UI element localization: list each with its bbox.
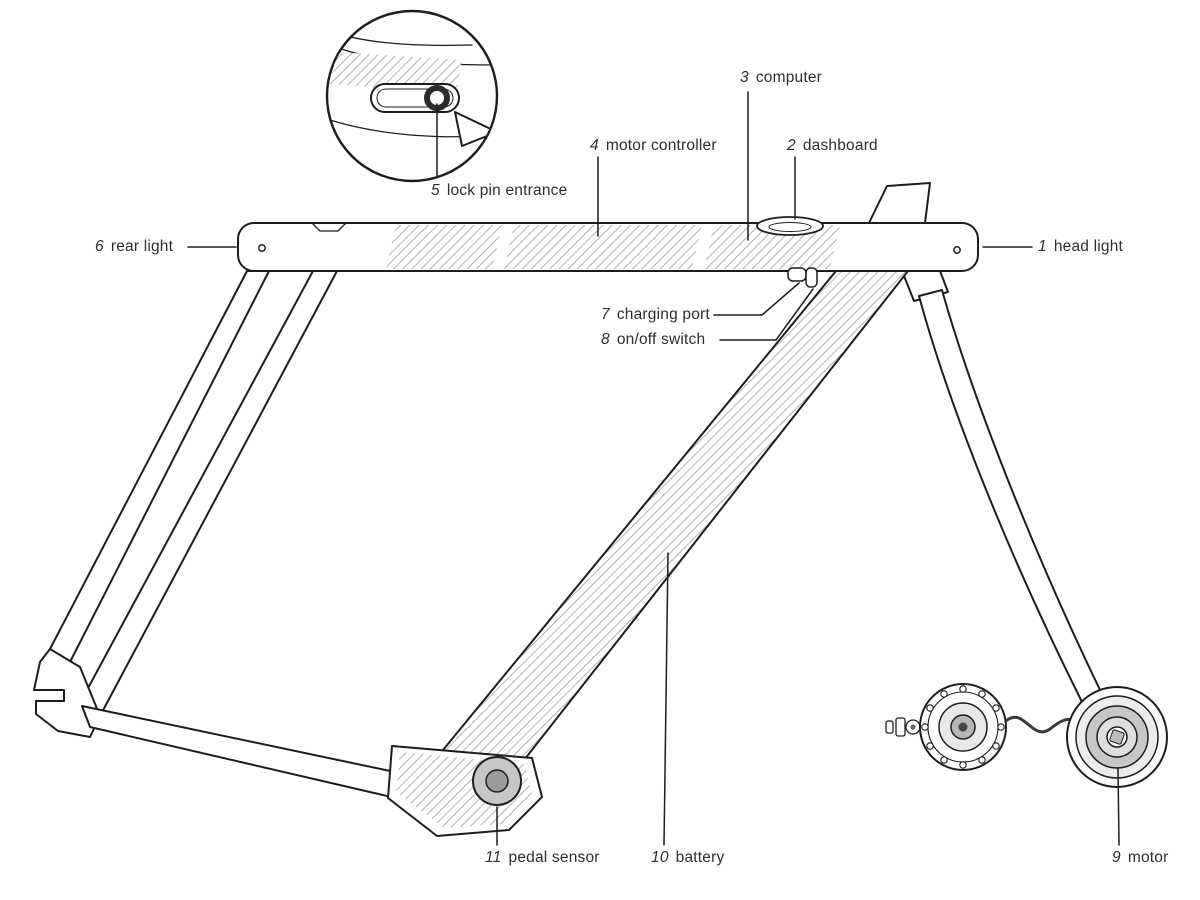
- label-number: 10: [651, 849, 669, 866]
- label-text: motor: [1127, 849, 1169, 866]
- leader-lines: [187, 91, 1120, 846]
- label-battery: 10 battery: [651, 849, 724, 867]
- tube-seam: [311, 222, 347, 232]
- head-light: [953, 246, 961, 254]
- label-number: 3: [740, 69, 749, 86]
- head-tube: [868, 182, 931, 224]
- label-text: charging port: [616, 306, 710, 323]
- flange-holes: [921, 685, 1005, 769]
- label-number: 9: [1112, 849, 1121, 866]
- label-text: lock pin entrance: [446, 182, 568, 199]
- label-lock-pin-entrance: 5 lock pin entrance: [431, 182, 567, 200]
- label-motor-controller: 4 motor controller: [590, 137, 717, 155]
- on-off-switch: [805, 267, 818, 288]
- seat-stays: [33, 270, 448, 810]
- label-dashboard: 2 dashboard: [787, 137, 878, 155]
- label-rear-light: 6 rear light: [95, 238, 173, 256]
- label-text: battery: [675, 849, 725, 866]
- rear-light: [258, 244, 266, 252]
- leader-on-off-switch: [719, 288, 814, 341]
- motor-cable: [1005, 715, 1078, 734]
- rear-dropout: [33, 648, 101, 738]
- dashboard: [756, 216, 824, 236]
- label-text: dashboard: [802, 137, 878, 154]
- label-number: 6: [95, 238, 104, 255]
- label-text: motor controller: [605, 137, 717, 154]
- label-on-off-switch: 8 on/off switch: [601, 331, 705, 349]
- label-text: computer: [755, 69, 823, 86]
- label-text: on/off switch: [616, 331, 706, 348]
- label-number: 5: [431, 182, 440, 199]
- label-text: rear light: [110, 238, 174, 255]
- inset-lock-pin-detail: [325, 9, 499, 183]
- hatch-segment-computer: [704, 225, 840, 269]
- label-text: pedal sensor: [508, 849, 600, 866]
- top-tube: [237, 182, 979, 288]
- leader-charging-port: [713, 282, 800, 316]
- label-number: 2: [787, 137, 796, 154]
- label-pedal-sensor: 11 pedal sensor: [485, 849, 600, 867]
- label-number: 8: [601, 331, 610, 348]
- label-text: head light: [1053, 238, 1124, 255]
- front-hub-motor: [1066, 686, 1168, 788]
- hatch-segment-motor-controller: [504, 225, 702, 269]
- label-head-light: 1 head light: [1038, 238, 1123, 256]
- label-number: 11: [485, 849, 502, 866]
- exploded-motor: [885, 683, 1088, 771]
- hatch-segment: [386, 225, 502, 269]
- label-number: 7: [601, 306, 610, 323]
- bottom-bracket: [387, 745, 543, 837]
- label-number: 4: [590, 137, 599, 154]
- label-charging-port: 7 charging port: [601, 306, 710, 324]
- label-computer: 3 computer: [740, 69, 822, 87]
- leader-motor: [1117, 767, 1120, 846]
- charging-port: [787, 267, 807, 282]
- front-fork: [901, 270, 1101, 703]
- leader-battery: [663, 552, 669, 846]
- label-number: 1: [1038, 238, 1047, 255]
- label-motor: 9 motor: [1112, 849, 1168, 867]
